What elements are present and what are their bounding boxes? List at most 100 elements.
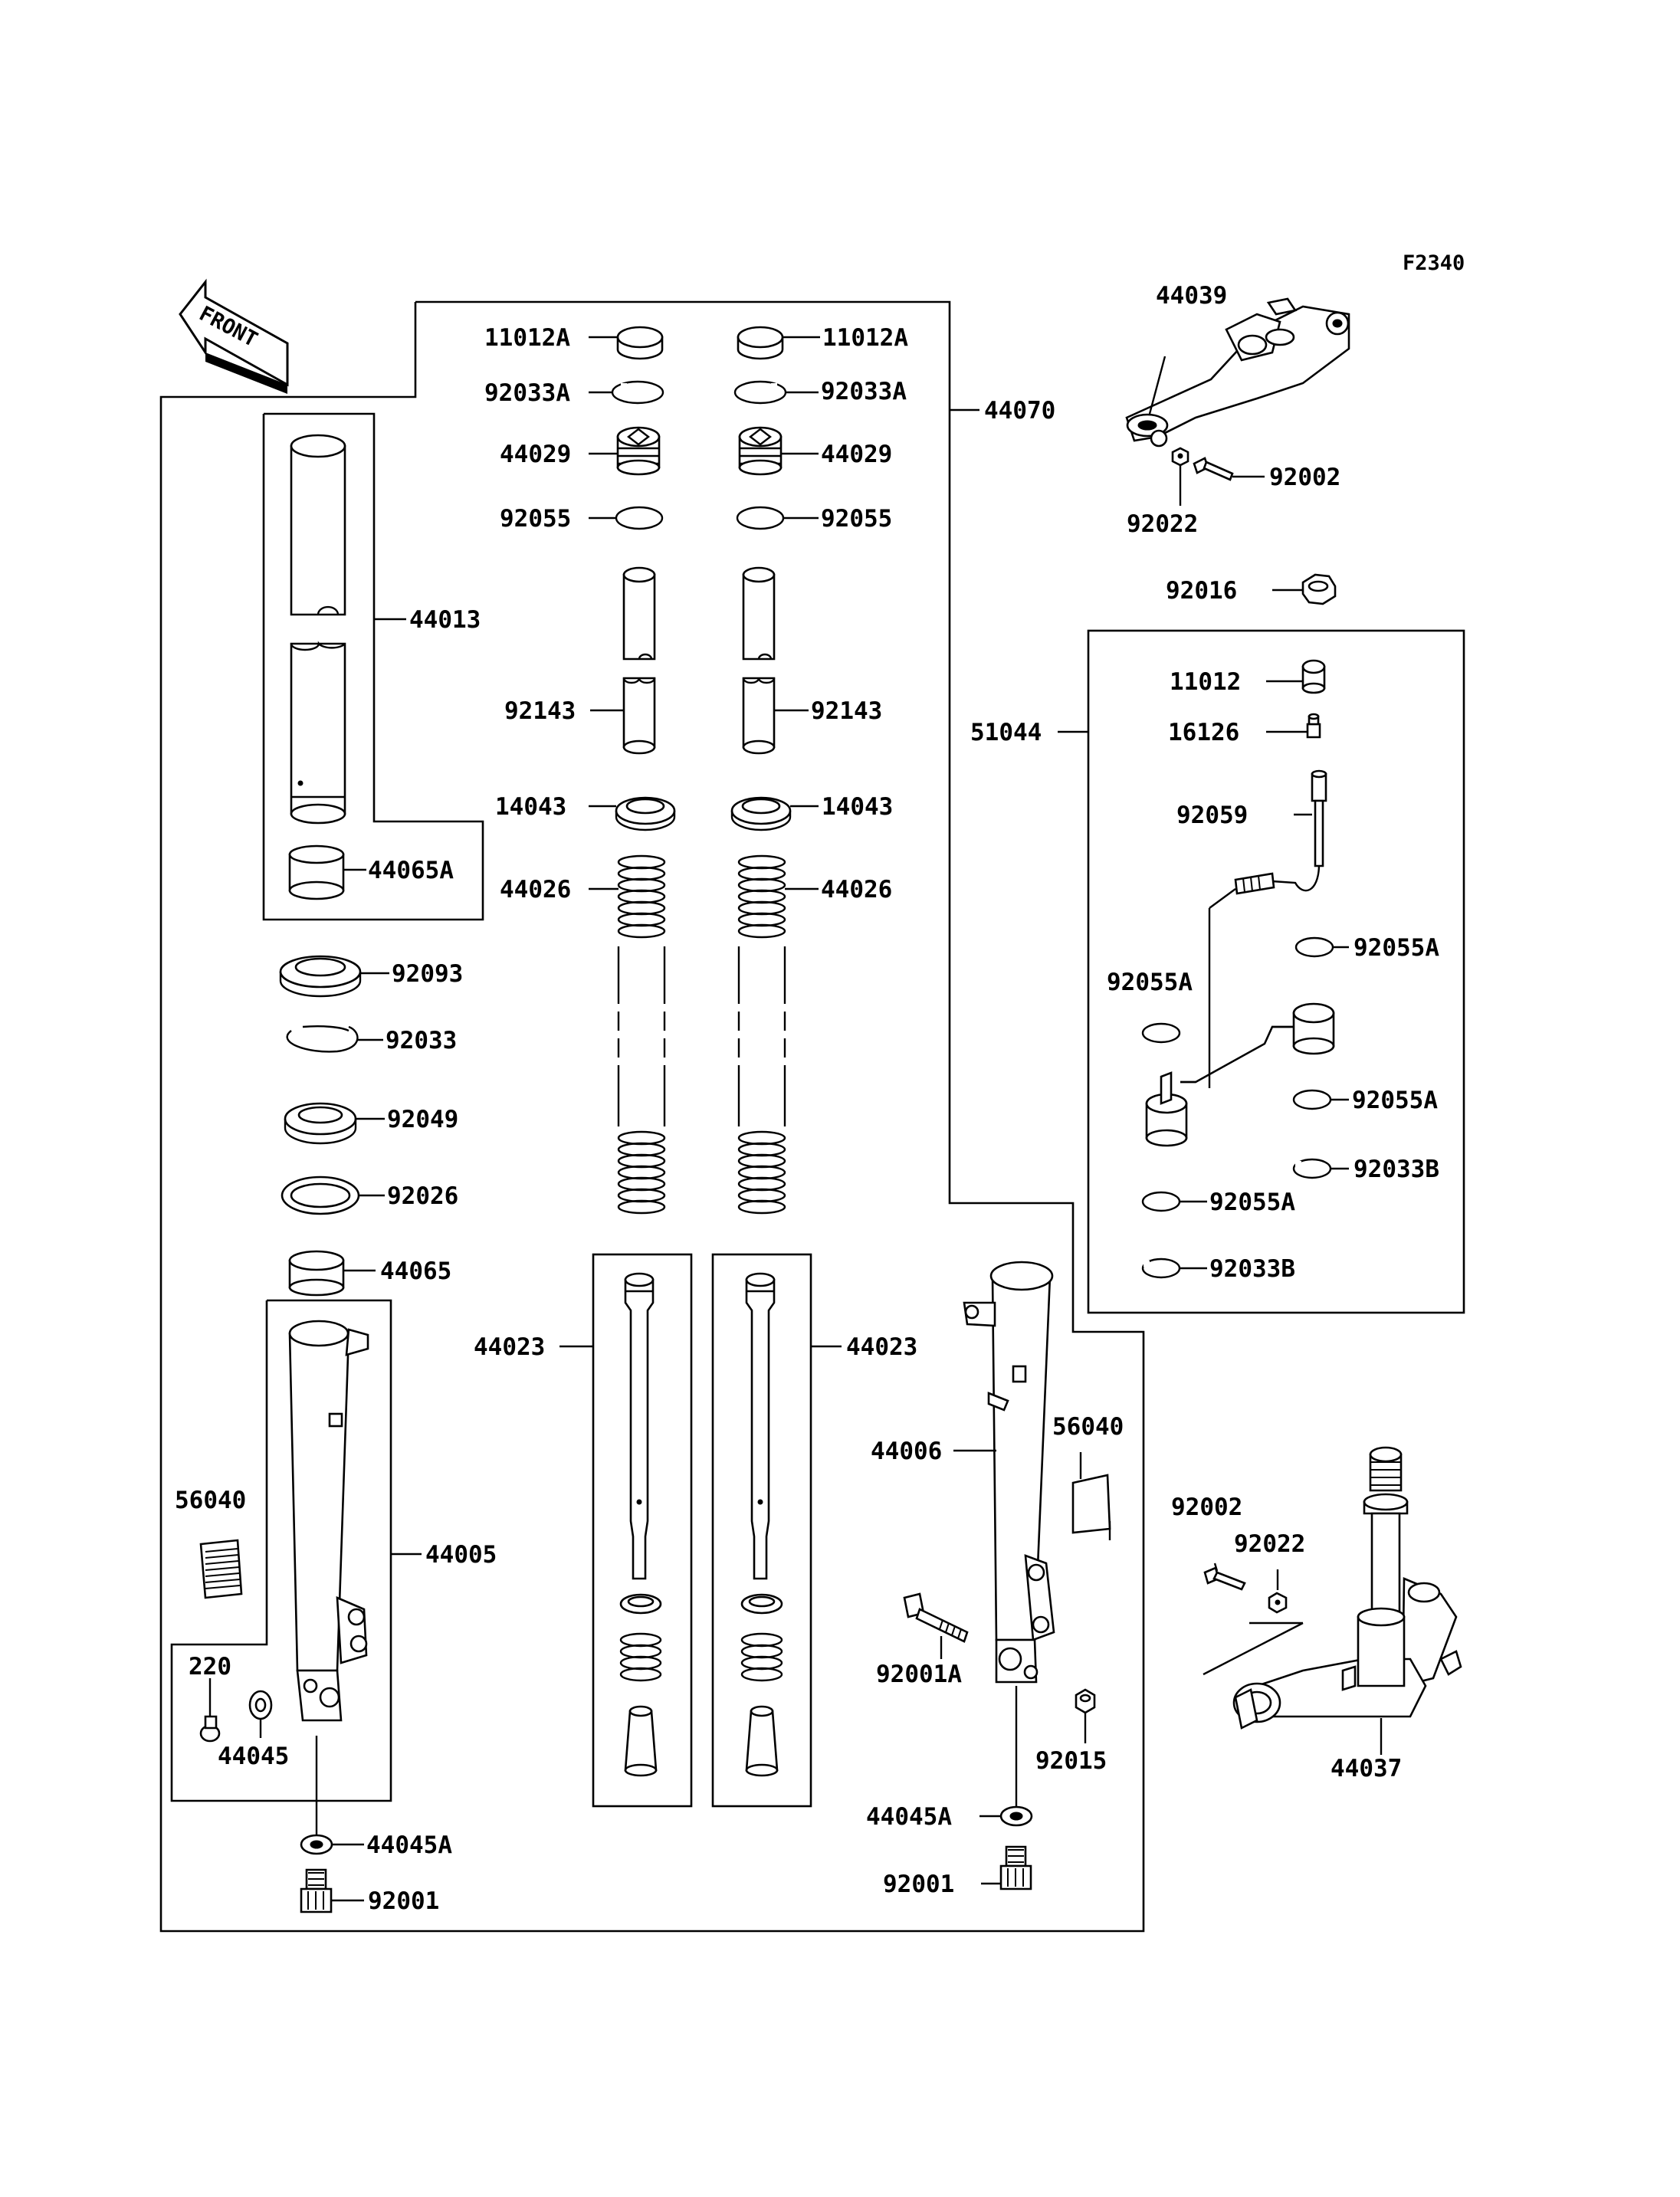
label-44037: 44037 [1331, 1755, 1402, 1782]
banjo-bolt-92059 [1234, 769, 1327, 895]
retaining-ring-92033 [286, 1025, 359, 1053]
label-44006: 44006 [871, 1438, 942, 1465]
label-92033: 92033 [386, 1027, 457, 1054]
nut-92016 [1301, 573, 1337, 605]
label-44045a-left: 44045A [366, 1831, 452, 1859]
label-92033b-2: 92033B [1209, 1255, 1295, 1283]
cap-11012a-left [616, 326, 664, 360]
o-ring-92055a-4 [1141, 1191, 1181, 1212]
bushing-44065 [288, 1250, 345, 1297]
nut-92022-top [1171, 447, 1189, 467]
label-44026-left: 44026 [500, 876, 571, 903]
label-56040-left: 56040 [175, 1487, 246, 1514]
bolt-92002-top [1193, 457, 1234, 481]
figure-code: F2340 [1403, 251, 1465, 275]
label-92055a-1: 92055A [1354, 934, 1439, 962]
outer-tube-lower [290, 641, 346, 825]
label-56040-right: 56040 [1052, 1413, 1124, 1441]
label-16126: 16126 [1168, 719, 1239, 746]
label-14043-right: 14043 [822, 793, 893, 821]
label-92049: 92049 [387, 1106, 458, 1133]
label-44045a-right: 44045A [866, 1803, 952, 1831]
label-44070: 44070 [984, 397, 1055, 425]
right-fork-leg-44006 [963, 1261, 1055, 1684]
left-damper-group-box [592, 1253, 693, 1808]
label-44029-right: 44029 [821, 441, 892, 468]
label-92055a-4: 92055A [1209, 1189, 1295, 1216]
o-ring-92055a-3 [1292, 1089, 1332, 1110]
outer-tube-upper [290, 434, 346, 616]
label-92015: 92015 [1035, 1747, 1107, 1775]
fork-spring-44026-left [615, 854, 668, 1215]
spring-seat-14043-left [615, 796, 676, 831]
brake-hose-group-box [1087, 629, 1465, 1314]
label-92001a: 92001A [876, 1661, 962, 1688]
outer-tube-group-box [262, 412, 484, 921]
screw-220 [199, 1715, 221, 1743]
label-44026-right: 44026 [821, 876, 892, 903]
washer-44045a-right [999, 1805, 1033, 1827]
label-44065a: 44065A [368, 857, 454, 884]
cap-bolt-44029-right [738, 426, 783, 476]
fork-assembly-outline [159, 300, 1145, 1933]
washer-44045 [248, 1690, 273, 1720]
label-11012: 11012 [1170, 668, 1241, 696]
o-ring-92055-left [615, 506, 664, 530]
label-11012a-left: 11012A [484, 324, 570, 352]
bolt-92001-left [300, 1868, 333, 1913]
brake-pipe-assembly [1145, 1002, 1335, 1147]
label-92001-right: 92001 [883, 1871, 954, 1898]
part-labels: 11012A 11012A 92033A 92033A 44070 44029 … [175, 282, 1439, 1915]
nut-92015 [1075, 1688, 1096, 1714]
cap-11012 [1301, 659, 1326, 694]
upper-bracket-44039 [1125, 297, 1350, 448]
warning-label-56040-left [199, 1539, 243, 1599]
label-92055-left: 92055 [500, 505, 571, 533]
circlip-92033a-left [611, 380, 664, 405]
bleeder-16126 [1306, 713, 1321, 739]
label-44005: 44005 [425, 1541, 497, 1569]
fork-spring-44026-right [736, 854, 788, 1215]
label-92033a-left: 92033A [484, 379, 570, 407]
spacer-92143-right [742, 566, 776, 755]
left-lower-group-box [170, 1299, 392, 1802]
label-44045: 44045 [218, 1743, 289, 1770]
label-92055a-2: 92055A [1107, 969, 1193, 996]
damper-rod-44023-left [619, 1272, 662, 1777]
oil-seal-92049 [284, 1102, 357, 1145]
label-44029-left: 44029 [500, 441, 571, 468]
label-92026: 92026 [387, 1182, 458, 1210]
cap-11012a-right [737, 326, 784, 360]
label-92002-bottom: 92002 [1171, 1494, 1242, 1521]
bolt-92001a [903, 1592, 969, 1643]
label-44023-right: 44023 [846, 1333, 917, 1361]
label-44023-left: 44023 [474, 1333, 545, 1361]
damper-rod-44023-right [740, 1272, 783, 1777]
circlip-92033b-2 [1141, 1258, 1181, 1279]
dust-seal-92093 [279, 955, 362, 998]
o-ring-92055-right [736, 506, 785, 530]
circlip-92033b-1 [1292, 1158, 1332, 1179]
label-92022-bottom: 92022 [1234, 1530, 1305, 1558]
label-11012a-right: 11012A [822, 324, 908, 352]
label-14043-left: 14043 [495, 793, 566, 821]
right-damper-group-box [711, 1253, 812, 1808]
spacer-92143-left [622, 566, 656, 755]
label-92059: 92059 [1176, 802, 1248, 829]
label-92033a-right: 92033A [821, 378, 907, 405]
bolt-92002-bottom [1203, 1566, 1246, 1591]
label-44065: 44065 [380, 1258, 451, 1285]
washer-92026 [281, 1176, 360, 1215]
label-92016: 92016 [1166, 577, 1237, 605]
label-92002-top: 92002 [1269, 464, 1340, 491]
label-92055a-3: 92055A [1352, 1087, 1438, 1114]
label-44039: 44039 [1156, 282, 1227, 310]
front-arrow-icon: FRONT [179, 278, 289, 394]
spring-seat-14043-right [730, 796, 792, 831]
nut-92022-bottom [1268, 1592, 1288, 1614]
label-92033b-1: 92033B [1354, 1156, 1439, 1183]
washer-44045a-left [300, 1834, 333, 1855]
label-92055-right: 92055 [821, 505, 892, 533]
label-92001-left: 92001 [368, 1887, 439, 1915]
label-92143-right: 92143 [811, 697, 882, 725]
